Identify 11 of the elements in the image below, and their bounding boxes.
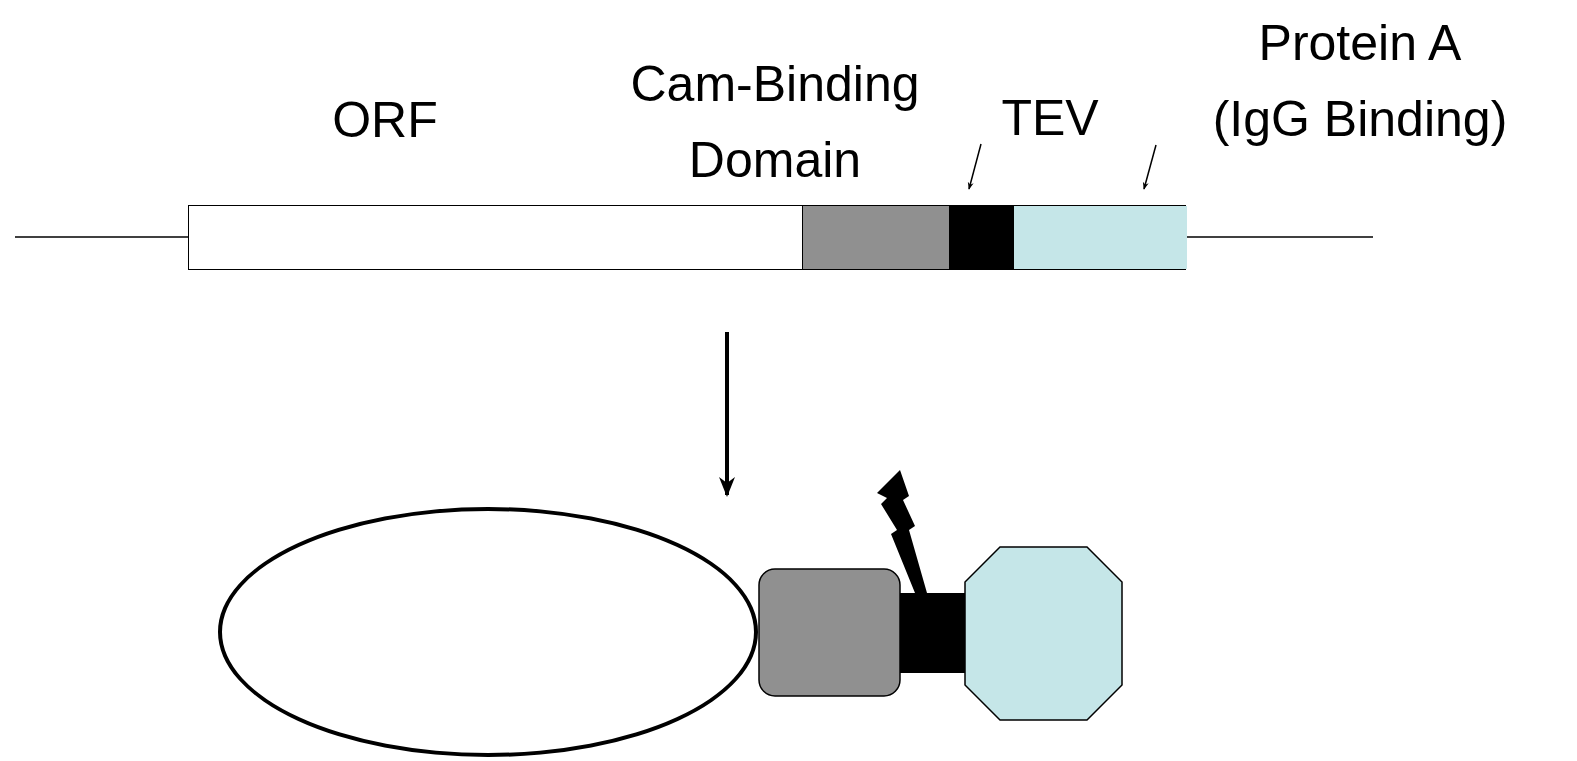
leader-line [1142,144,1157,190]
tag-label: Protein A (IgG Binding) [1150,5,1570,157]
tag-segment [802,206,949,269]
tag-segment [949,206,1013,269]
segment-label: Cam-Binding Domain [629,55,921,190]
segment-label: ORF [331,91,439,150]
arrow [719,332,735,497]
gene-construct-bar [188,205,1186,270]
tag-segment [1013,206,1187,269]
leader-line [967,143,982,190]
tag-label: TEV [975,80,1125,156]
